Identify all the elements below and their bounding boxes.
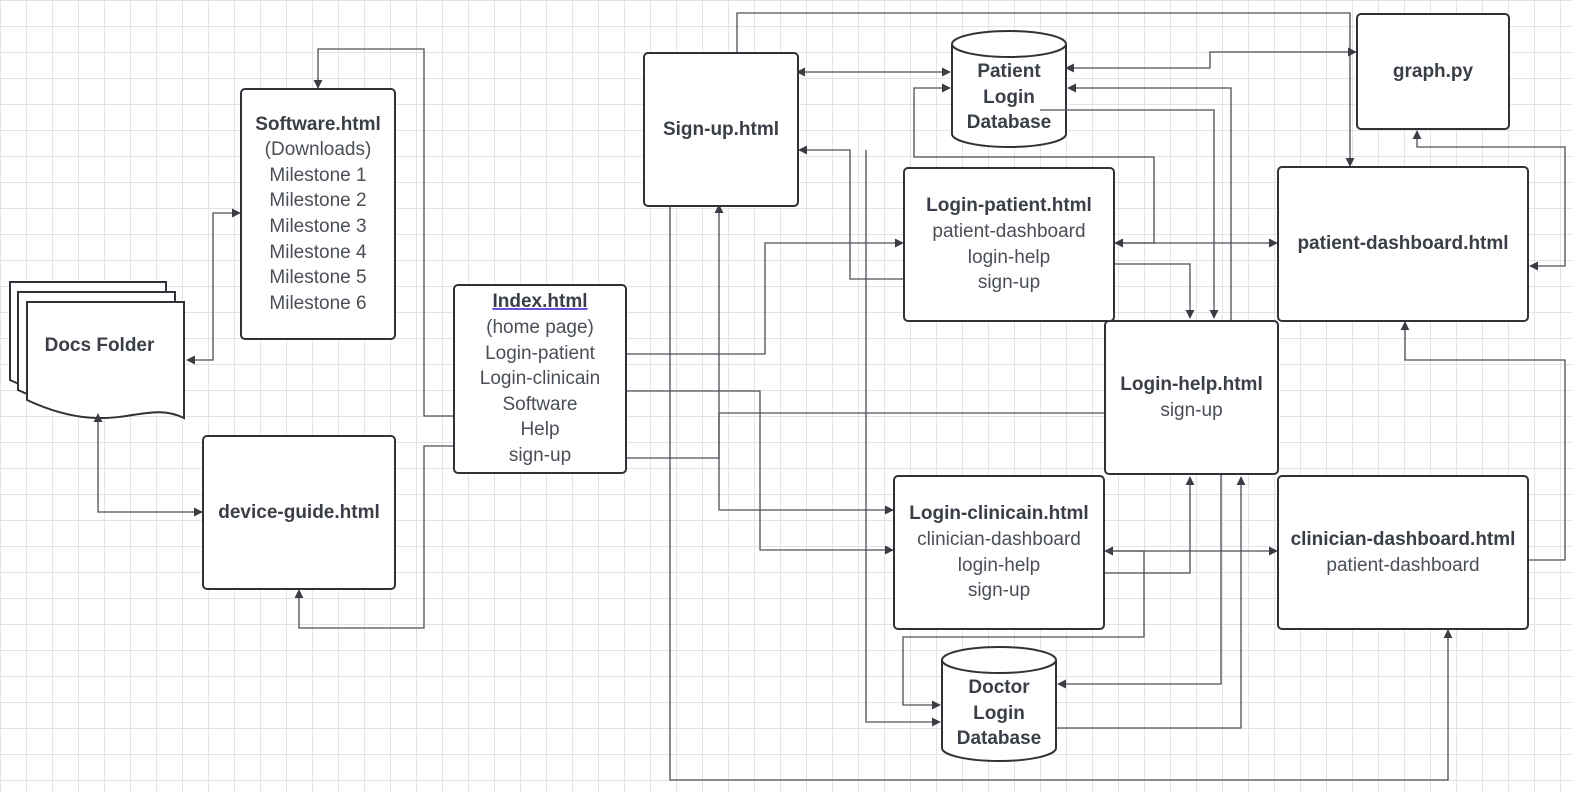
node-line: sign-up [508,444,572,466]
node-line: Help [520,419,560,441]
db-label-line: Doctor [968,677,1030,698]
connector [93,413,203,517]
node-title: Index.html [492,291,588,313]
connector [294,445,454,629]
connector [902,550,1145,710]
device-guide-node: device-guide.html [202,435,396,590]
login-help-node: Login-help.html sign-up [1104,320,1279,475]
node-line: patient-dashboard [1326,554,1480,576]
connector [1040,109,1219,319]
signup-html-node: Sign-up.html [643,52,799,207]
connector [1105,476,1195,574]
node-line: Milestone 6 [269,292,367,314]
clinician-dashboard-node: clinician-dashboard.html patient-dashboa… [1277,475,1529,630]
node-line: Milestone 5 [269,267,367,289]
node-line: Login-clinicain [479,368,601,390]
node-line: Milestone 1 [269,164,367,186]
connector [1065,47,1357,73]
connector [798,145,903,280]
connector [625,390,894,555]
docs-folder-shape [9,281,185,420]
patient-db-cylinder [951,30,1067,148]
node-line: Login-patient [485,342,595,364]
node-line: login-help [967,246,1051,268]
connectors [93,12,1566,781]
node-line: Milestone 2 [269,190,367,212]
index-html-node: Index.html (home page) Login-patient Log… [453,284,627,474]
connector [718,412,1104,515]
node-line: Milestone 3 [269,216,367,237]
db-label-line: Database [956,728,1042,750]
doctor-db-label: Doctor Login Database [942,675,1056,752]
connector [1412,130,1566,271]
node-title: Login-patient.html [926,195,1092,217]
node-title: Login-clinicain.html [909,503,1089,525]
node-line: sign-up [977,272,1041,294]
connector [1057,475,1222,689]
connector [669,205,1453,781]
login-patient-node: Login-patient.html patient-dashboard log… [903,167,1115,322]
node-line: Software [502,393,578,415]
connector [1056,476,1246,729]
node-line: clinician-dashboard [917,528,1081,550]
node-line: patient-dashboard [932,220,1086,242]
node-line: (Downloads) [264,139,372,161]
connector [1115,263,1195,319]
graph-py-node: graph.py [1356,13,1510,130]
patient-dashboard-node: patient-dashboard.html [1277,166,1529,322]
node-title: graph.py [1392,60,1474,82]
node-title: Sign-up.html [662,118,780,140]
connector [625,204,724,459]
software-html-node: Software.html (Downloads) Milestone 1 Mi… [240,88,396,340]
db-label-line: Patient [977,61,1041,82]
connector [865,150,941,727]
db-label-line: Login [983,86,1035,108]
connector [625,238,904,355]
doctor-db-cylinder [941,646,1057,762]
connector [186,208,241,365]
patient-db-label: Patient Login Database [952,59,1066,136]
node-line: login-help [957,554,1041,576]
db-label-line: Login [973,702,1025,724]
node-line: sign-up [967,580,1031,602]
node-title: patient-dashboard.html [1297,233,1509,255]
node-line: Milestone 4 [269,241,367,263]
db-label-line: Database [966,112,1052,134]
connector [1400,321,1566,561]
login-clinician-node: Login-clinicain.html clinician-dashboard… [893,475,1105,630]
node-title: device-guide.html [218,501,380,523]
node-title: Software.html [255,113,381,135]
docs-folder-label: Docs Folder [44,335,155,356]
connector [736,12,1355,167]
node-line: sign-up [1160,399,1223,421]
node-title: clinician-dashboard.html [1290,528,1516,550]
node-line: (home page) [486,317,594,339]
node-title: Login-help.html [1120,373,1263,395]
connector [313,48,454,417]
